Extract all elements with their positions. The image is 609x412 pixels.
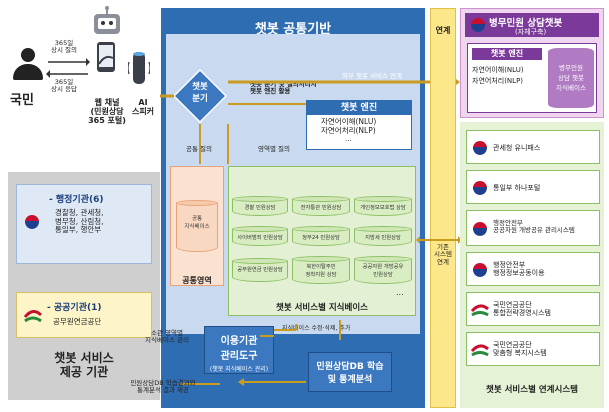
- military-kb: 병무민원 상담 챗봇 지식베이스: [548, 48, 594, 108]
- db-result-label: 민원상담DB 학습결과와 통계분석 결과 제공: [130, 379, 196, 395]
- military-logo-icon: [471, 18, 485, 32]
- military-chatbot-subtitle: (자체구축): [515, 28, 547, 36]
- branch-diamond: [172, 68, 228, 124]
- engine-title: 챗봇 엔진: [307, 101, 411, 115]
- admin-tool-sub: (챗봇 지식베이스 관리): [209, 366, 269, 373]
- citizen-label: 국민: [10, 93, 34, 108]
- gov-logo-icon: [473, 263, 487, 277]
- military-engine-nlp: 자연어처리(NLP): [472, 77, 524, 85]
- kb-item: 사이버범죄 민원상담: [232, 226, 288, 246]
- phone-icon: [97, 42, 115, 72]
- linked-system-item: 관세청 유니패스: [466, 130, 600, 164]
- admin-left-label: 소관 영역별 지식베이스 관리: [145, 329, 189, 345]
- kb-item: 경찰 민원상담: [232, 196, 288, 216]
- branch-desc: 챗봇 분기 및 질의처리시 챗봇 엔진 활용: [250, 80, 317, 96]
- answer-label: 365일 상시 응답: [51, 78, 77, 94]
- admin-arrows: [180, 320, 341, 386]
- kb-item: 공무원연금 민원상담: [232, 258, 288, 282]
- db-learning-title: 민원상담DB 학습 및 통계분석: [316, 362, 384, 385]
- kb-item: 전자통관 민원상담: [292, 196, 350, 216]
- public-agency-logo-icon: [471, 304, 489, 317]
- existing-link-label: 기존 시스템 연계: [434, 243, 452, 266]
- providers-footer: 챗봇 서비스 제공 기관: [54, 351, 114, 379]
- kb-item: 개인정보보호법 상담: [354, 196, 412, 216]
- common-area-label: 공통영역: [182, 276, 212, 285]
- common-query-label: 공통 질의: [186, 145, 212, 153]
- area-query-label: 영역별 질의: [258, 145, 290, 153]
- kb-item: 북한이탈주민 정착지원 상담: [292, 256, 350, 284]
- public-agency-list: 공무원연금공단: [53, 317, 102, 326]
- db-learning-box: 민원상담DB 학습 및 통계분석: [308, 352, 392, 392]
- linked-system-item: 국민연금공단 통합전략경영시스템: [466, 292, 600, 326]
- admin-tool-title: 이용기관 관리도구: [220, 336, 258, 362]
- platform-connectors: [160, 76, 460, 164]
- ai-speaker-icon: [128, 52, 150, 84]
- gov-agency-box: - 행정기관(6) 경찰청, 관세청, 병무청, 산림청, 통일부, 행안부: [16, 184, 152, 264]
- branch-label: 챗봇 분기: [192, 82, 208, 104]
- kb-item: 지방세 민원상담: [354, 226, 412, 246]
- engine-more: ...: [345, 135, 352, 144]
- chatbot-engine-box: 챗봇 엔진 자연어이해(NLU) 자연어처리(NLP) ...: [306, 100, 412, 150]
- engine-nlp: 자연어처리(NLP): [321, 125, 376, 135]
- gov-logo-icon: [473, 222, 487, 236]
- engine-nlu: 자연어이해(NLU): [321, 117, 377, 126]
- public-agency-title: - 공공기관(1): [47, 303, 102, 313]
- web-channel-label: 웹 채널 (민원상담 365 포털): [88, 98, 126, 126]
- query-label: 365일 상시 질의: [51, 39, 77, 55]
- link-column-label: 연계: [435, 26, 451, 35]
- kb-manage-label: 지식베이스 수정·삭제, 추가: [282, 325, 351, 332]
- ai-speaker-label: AI 스피커: [131, 98, 155, 117]
- kb-title: 챗봇 서비스별 지식베이스: [276, 303, 368, 313]
- kb-item: 정부24 민원상담: [292, 226, 350, 246]
- kb-item: 공공자원 개방공유 민원상담: [354, 256, 412, 284]
- military-chatbot-title: 병무민원 상담챗봇: [489, 18, 563, 29]
- linked-system-item: 통일부 하나포털: [466, 170, 600, 204]
- public-agency-logo-icon: [23, 310, 43, 323]
- providers-panel: - 행정기관(6) 경찰청, 관세청, 병무청, 산림청, 통일부, 행안부 -…: [8, 172, 160, 400]
- gov-agency-title: - 행정기관(6): [49, 195, 104, 205]
- linked-system-item: 행정안전부 행정정보공동이용: [466, 252, 600, 286]
- military-kb-label: 병무민원 상담 챗봇 지식베이스: [556, 64, 586, 92]
- public-agency-box: - 공공기관(1) 공무원연금공단: [16, 292, 152, 338]
- link-column: [430, 8, 456, 408]
- public-agency-logo-icon: [471, 344, 489, 357]
- gov-logo-icon: [473, 141, 487, 155]
- linked-systems-footer: 챗봇 서비스별 연계시스템: [486, 385, 578, 395]
- military-engine-nlu: 자연어이해(NLU): [472, 66, 524, 74]
- linked-system-item: 국민연금공단 맞춤형 복지시스템: [466, 332, 600, 366]
- link-arrows: [416, 236, 462, 244]
- gov-agency-list: 경찰청, 관세청, 병무청, 산림청, 통일부, 행안부: [55, 208, 104, 235]
- kb-dots: ...: [396, 288, 404, 297]
- military-chatbot-title-bar: 병무민원 상담챗봇 (자체구축): [465, 13, 599, 37]
- military-engine-title: 챗봇 엔진: [472, 48, 542, 60]
- military-chatbot-panel: 병무민원 상담챗봇 (자체구축) 챗봇 엔진 자연어이해(NLU) 자연어처리(…: [460, 8, 604, 118]
- gov-logo-icon: [25, 215, 39, 229]
- external-link-label: 외부 챗봇 서비스 연계: [342, 72, 403, 80]
- citizen-icon: [10, 48, 46, 88]
- common-db-label: 공통 지식베이스: [184, 216, 210, 230]
- platform-title: 챗봇 공통기반: [254, 22, 332, 37]
- military-engine-box: 챗봇 엔진 자연어이해(NLU) 자연어처리(NLP) 병무민원 상담 챗봇 지…: [467, 43, 597, 113]
- robot-icon: [94, 6, 120, 34]
- admin-tool-box: 이용기관 관리도구 (챗봇 지식베이스 관리): [204, 326, 274, 374]
- citizen-arrows: [46, 58, 90, 78]
- gov-logo-icon: [473, 181, 487, 195]
- common-knowledge-db: 공통 지식베이스: [176, 200, 218, 252]
- linked-system-item: 행정안전부 공공자원 개방공유 관리시스템: [466, 210, 600, 246]
